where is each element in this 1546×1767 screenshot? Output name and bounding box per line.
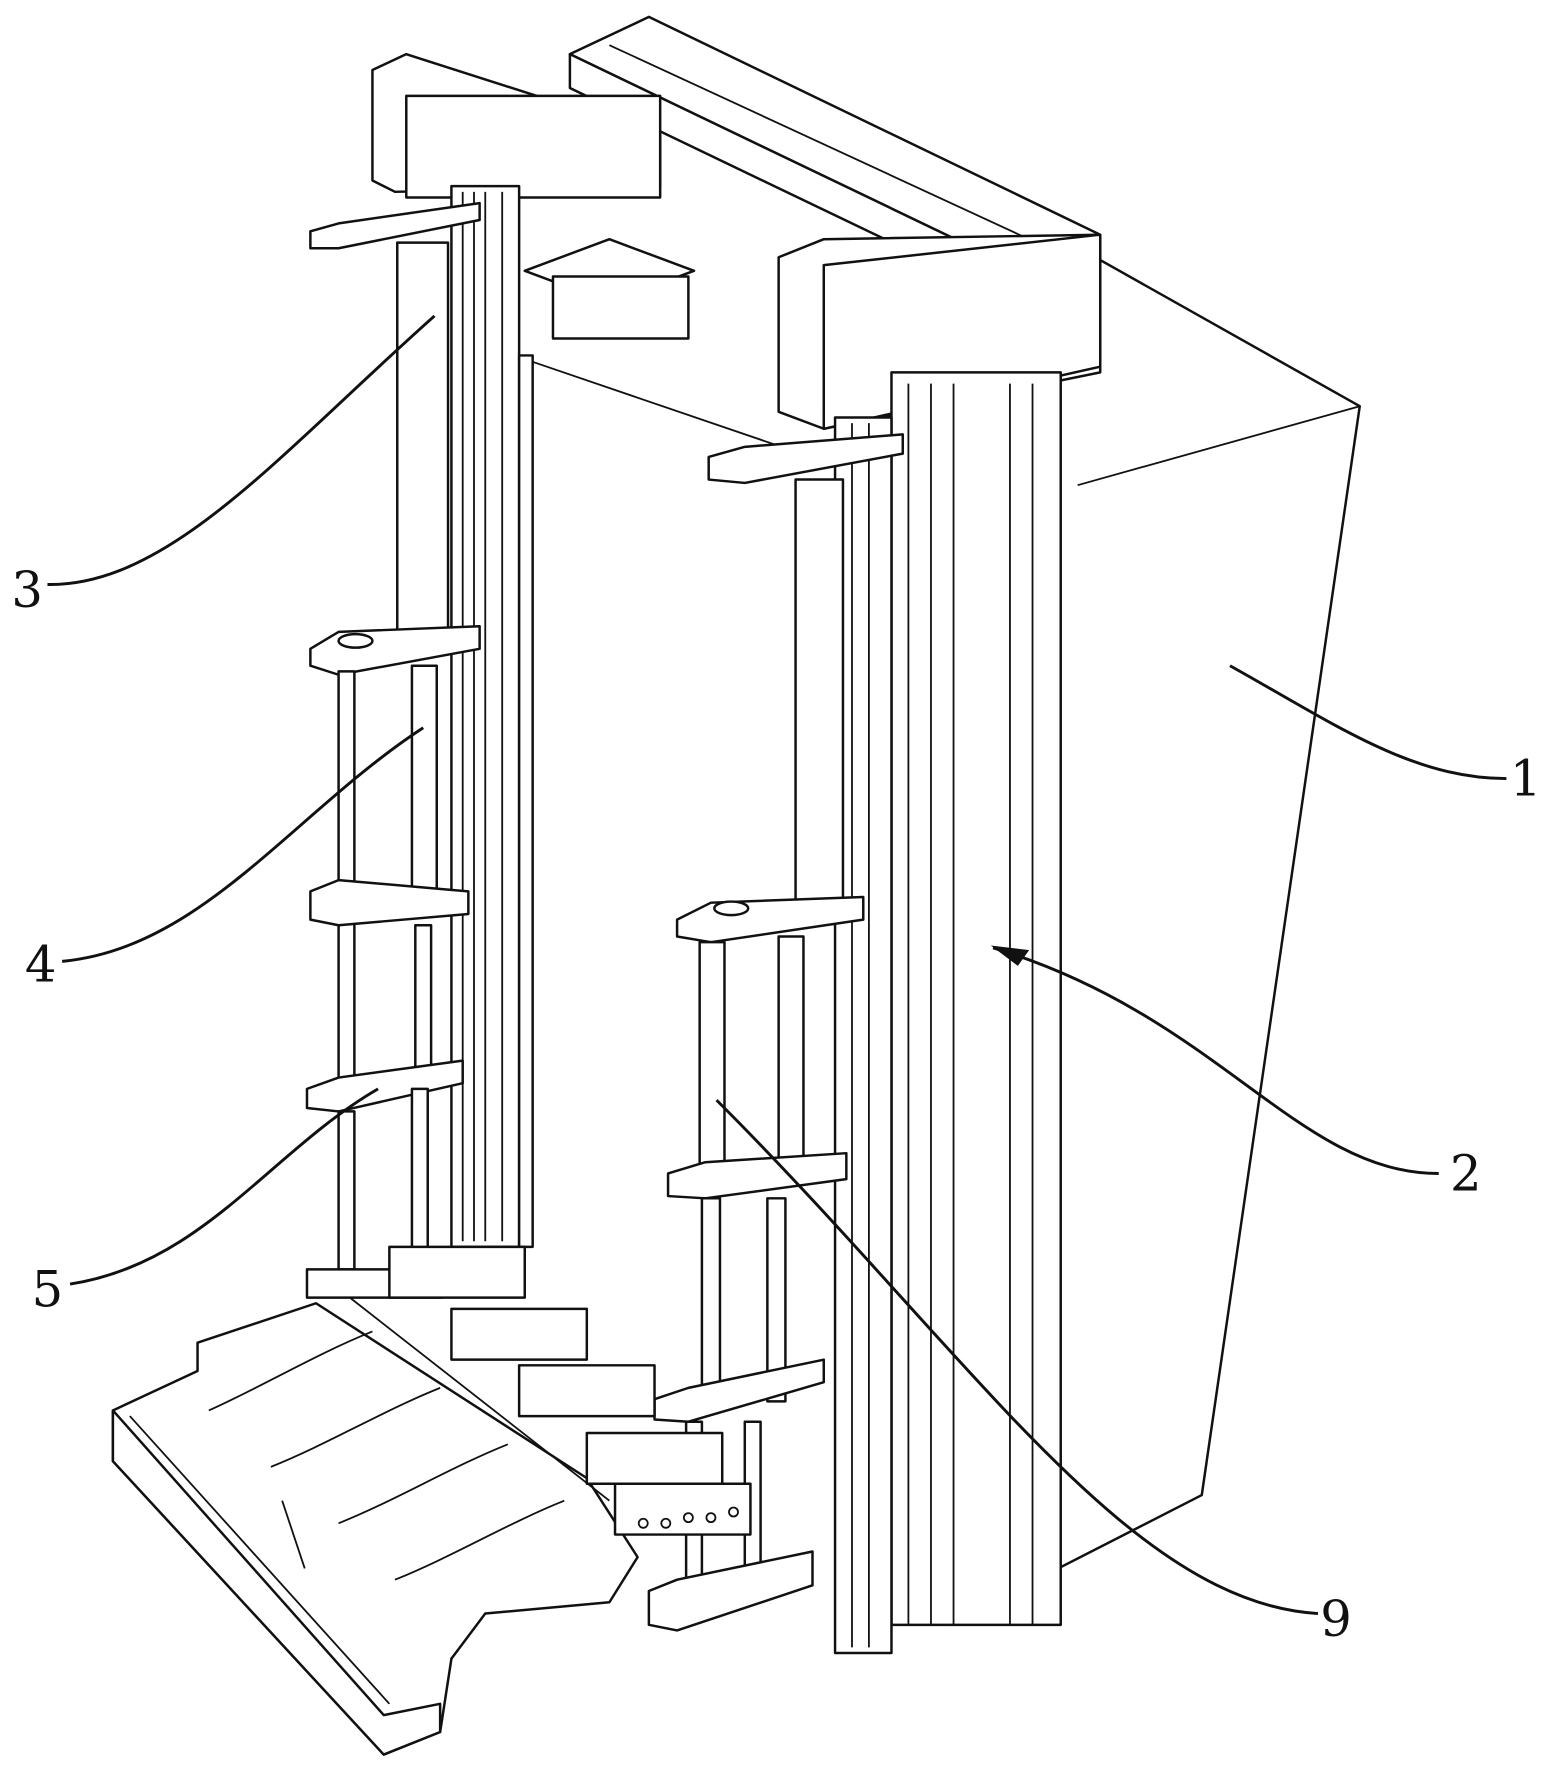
tray-assembly [113,1247,751,1755]
left-column [451,186,532,1247]
label-plate: 5 [32,1261,64,1319]
label-cabinet: 1 [1510,749,1542,807]
label-guide-rod: 4 [25,936,57,994]
label-tray-assembly: 9 [1320,1590,1352,1648]
label-frame: 2 [1450,1144,1482,1202]
label-cylinder: 3 [11,561,43,619]
right-column [835,372,1061,1653]
